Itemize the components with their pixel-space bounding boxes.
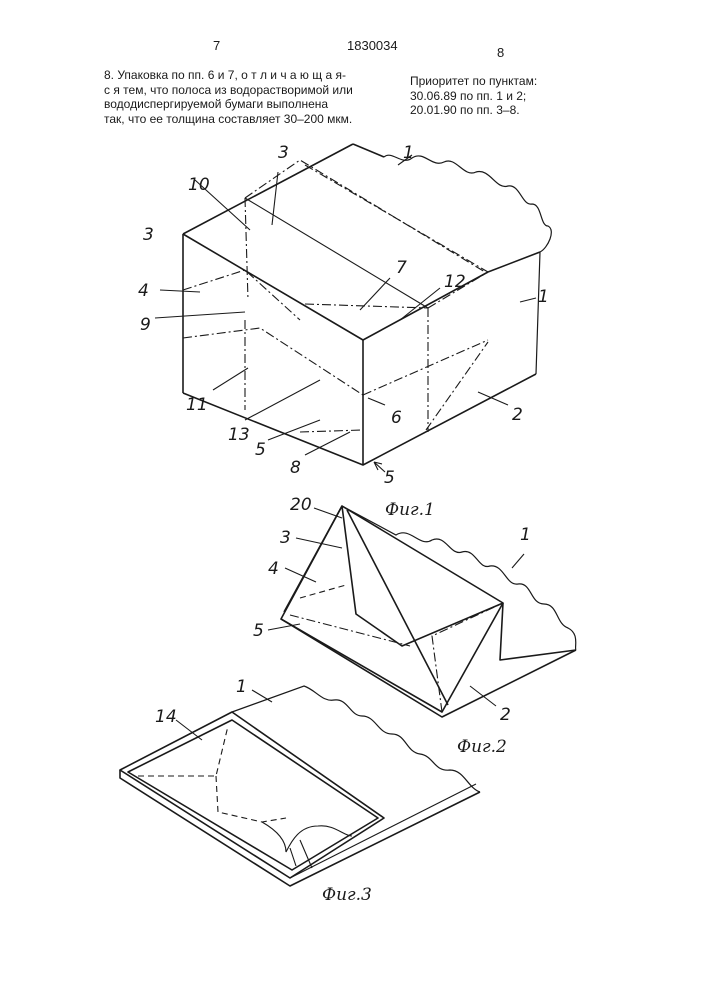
fold-line bbox=[245, 160, 485, 272]
label: 1 bbox=[403, 143, 414, 163]
leader-line bbox=[368, 398, 385, 405]
label: 4 bbox=[138, 281, 149, 301]
leader-line bbox=[213, 368, 248, 390]
leader-line bbox=[478, 392, 508, 405]
label: 9 bbox=[140, 315, 151, 335]
label: 5 bbox=[384, 468, 395, 488]
flap-inner bbox=[342, 506, 503, 646]
torn-sheet-edge bbox=[384, 155, 551, 374]
box-top-right-edge bbox=[183, 234, 488, 340]
label: 12 bbox=[444, 272, 466, 292]
fold-line bbox=[363, 340, 488, 395]
leader-line bbox=[512, 554, 524, 568]
label: 1 bbox=[236, 677, 247, 697]
label: 20 bbox=[290, 495, 312, 515]
box-bottom-edge bbox=[183, 374, 536, 465]
leader-line bbox=[245, 380, 320, 420]
leader-line bbox=[285, 568, 316, 582]
band-right-edge bbox=[488, 252, 540, 272]
label: 1 bbox=[520, 525, 531, 545]
label: 4 bbox=[268, 559, 279, 579]
torn-sheet-edge bbox=[232, 686, 480, 792]
flap-outline bbox=[281, 506, 503, 712]
figure-caption: Фиг.3 bbox=[322, 885, 372, 905]
label: 1 bbox=[538, 287, 549, 307]
label: 5 bbox=[255, 440, 266, 460]
figure-2: 20 3 4 1 5 2 Фиг.2 bbox=[253, 495, 576, 757]
leader-line bbox=[160, 290, 200, 292]
fold-line bbox=[183, 328, 363, 395]
base-right bbox=[500, 603, 576, 660]
figure-3: 1 14 Фиг.3 bbox=[120, 677, 480, 905]
leader-line bbox=[155, 312, 245, 318]
fold-line bbox=[290, 615, 410, 646]
figure-caption: Фиг.2 bbox=[457, 737, 507, 757]
fold-line bbox=[245, 198, 248, 300]
label: 13 bbox=[228, 425, 250, 445]
label: 10 bbox=[188, 175, 210, 195]
leader-line bbox=[470, 686, 496, 706]
label: 3 bbox=[278, 143, 289, 163]
flap-fold bbox=[284, 506, 342, 612]
fold-line bbox=[305, 165, 488, 272]
fold-line bbox=[300, 430, 363, 432]
leader-line bbox=[520, 298, 536, 302]
leader-line bbox=[252, 690, 272, 702]
band-far-edge bbox=[353, 144, 384, 157]
label: 5 bbox=[253, 621, 264, 641]
fold-line bbox=[245, 198, 428, 308]
fold-line bbox=[305, 304, 428, 308]
figure-caption: Фиг.1 bbox=[385, 500, 435, 520]
fold-line bbox=[426, 342, 488, 430]
label: 14 bbox=[155, 707, 177, 727]
fold-line bbox=[300, 585, 346, 598]
pocket-line bbox=[138, 726, 228, 776]
label: 2 bbox=[512, 405, 523, 425]
label: 3 bbox=[143, 225, 154, 245]
label: 7 bbox=[396, 258, 407, 278]
sheet-bottom-inner bbox=[290, 784, 476, 878]
leader-line bbox=[360, 278, 390, 310]
label: 2 bbox=[500, 705, 511, 725]
sheet-inner bbox=[128, 720, 378, 870]
label: 11 bbox=[186, 395, 208, 415]
figure-1: 1 3 10 3 4 7 12 1 9 11 6 2 13 5 8 5 Фиг.… bbox=[138, 143, 551, 520]
pocket-line bbox=[216, 776, 286, 822]
sheet-bottom bbox=[120, 770, 480, 886]
label: 3 bbox=[280, 528, 291, 548]
label: 6 bbox=[391, 408, 402, 428]
label: 8 bbox=[290, 458, 301, 478]
